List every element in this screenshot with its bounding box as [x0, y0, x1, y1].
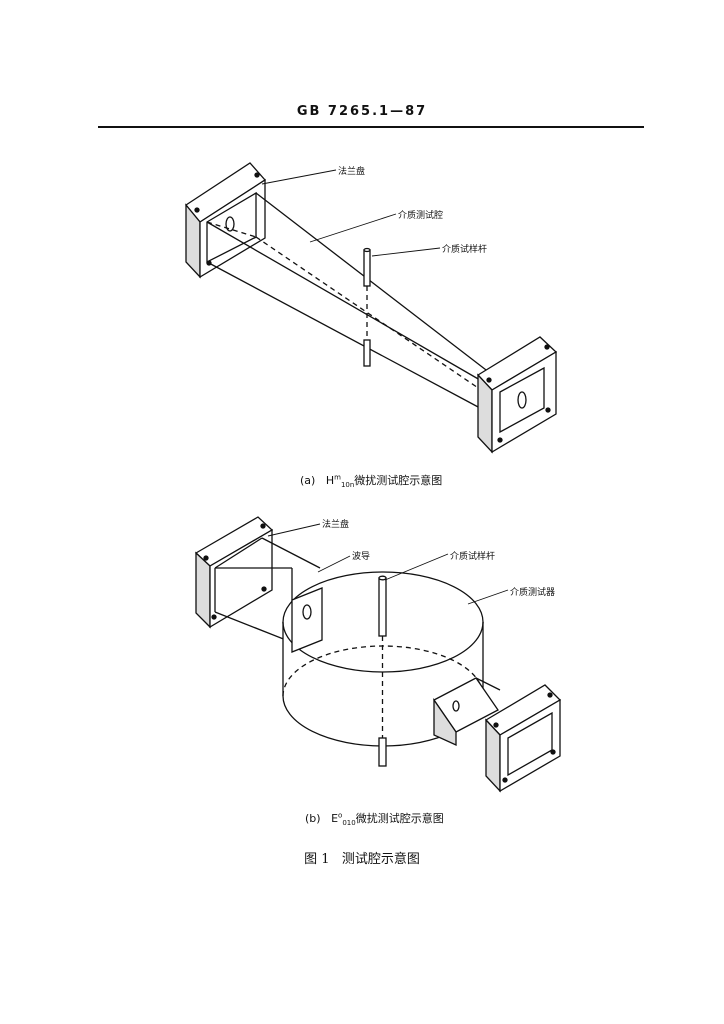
- figure-b-caption: (b) Eo010微扰测试腔示意图: [305, 810, 444, 827]
- cavity-label: 介质测试器: [510, 588, 556, 598]
- flange-label: 法兰盘: [338, 167, 366, 177]
- mode-subscript: 10n: [340, 481, 355, 490]
- standard-header: GB 7265.1—87: [296, 104, 428, 119]
- mode-subscript: 010: [342, 819, 356, 828]
- cavity-label: 介质测试腔: [398, 211, 444, 221]
- flange-label: 法兰盘: [322, 520, 350, 530]
- figure-b-drawing: [194, 516, 562, 793]
- waveguide-label: 波导: [352, 552, 371, 562]
- caption-tag: (a): [300, 474, 316, 487]
- mode-superscript: m: [334, 473, 341, 482]
- caption-text: 微扰测试腔示意图: [355, 812, 444, 825]
- mode-symbol: E: [331, 812, 339, 825]
- mode-symbol: H: [325, 474, 335, 487]
- caption-text: 微扰测试腔示意图: [354, 474, 443, 487]
- caption-tag: (b): [305, 812, 321, 825]
- figure-title-text: 测试腔示意图: [341, 852, 420, 867]
- figure-number: 图 1: [304, 852, 330, 867]
- figure-a-caption: (a) Hm10n微扰测试腔示意图: [300, 472, 442, 489]
- figure-title: 图 1 测试腔示意图: [0, 848, 724, 867]
- figure-a: 法兰盘 介质测试腔 介质试样杆: [0, 150, 724, 470]
- rod-label: 介质试样杆: [450, 552, 496, 562]
- rod-label: 介质试样杆: [442, 245, 488, 255]
- mode-superscript: o: [338, 811, 343, 820]
- header-rule: [98, 126, 644, 128]
- figure-a-drawing: [185, 162, 558, 454]
- figure-b: 法兰盘 波导 介质试样杆 介质测试器: [0, 505, 724, 805]
